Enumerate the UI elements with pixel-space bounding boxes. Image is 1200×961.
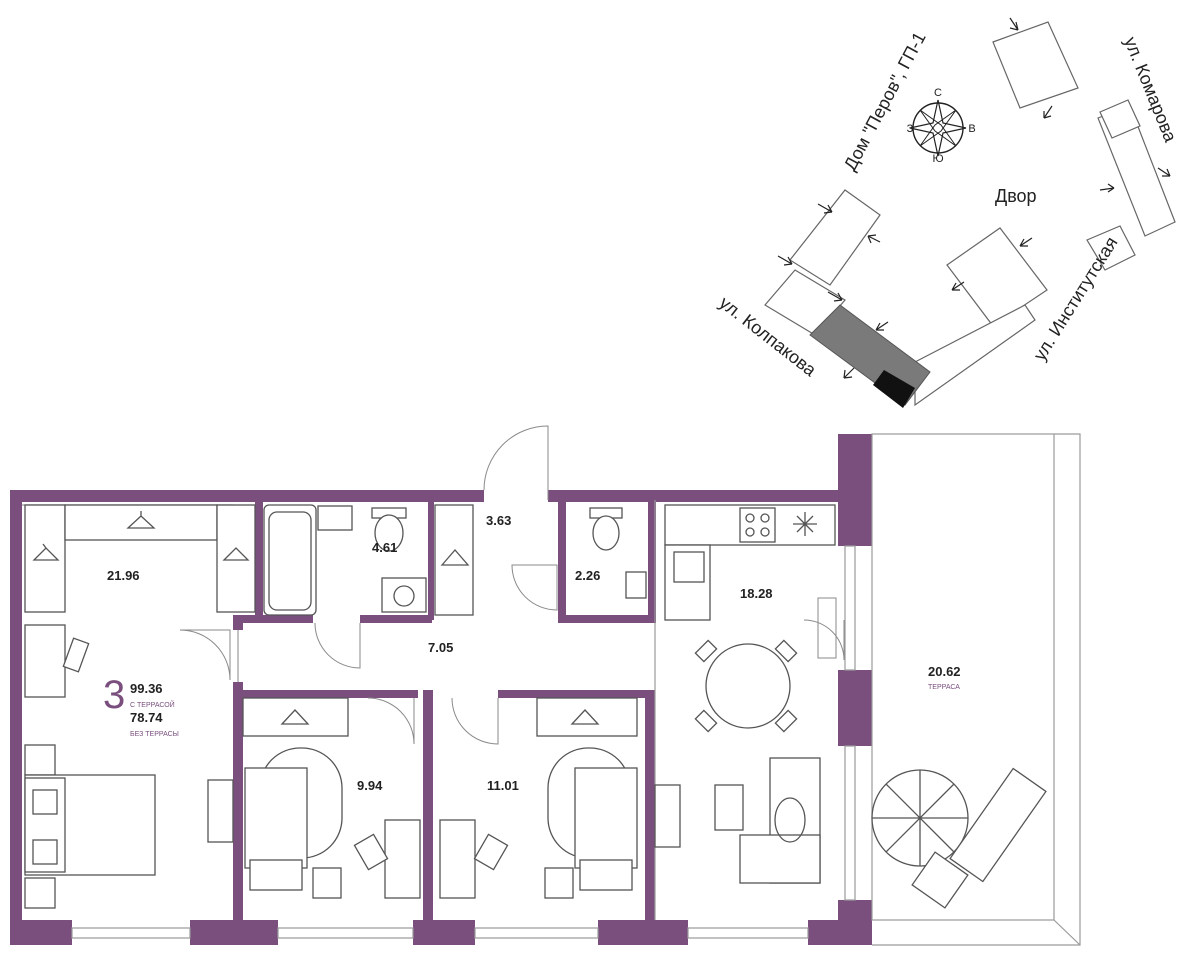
building-komarova-b (1086, 225, 1136, 271)
dining-table (694, 639, 798, 733)
wall-bath-south-a (233, 615, 313, 623)
compass-west: З (907, 123, 914, 135)
building-west-lower (764, 269, 846, 336)
wall-bed3-east (645, 690, 655, 920)
area-bedroom-3: 11.01 (487, 778, 519, 793)
sink-bath (317, 505, 353, 531)
wall-bed2-bed3 (423, 690, 433, 920)
compass-south: Ю (932, 153, 943, 165)
without-terrace-label: БЕЗ ТЕРРАСЫ (130, 731, 179, 738)
wall-south-3 (413, 920, 475, 945)
wall-south-5 (808, 920, 838, 945)
area-kitchen: 18.28 (740, 586, 773, 601)
desk-bed3 (439, 784, 681, 899)
building-institutskaya (914, 304, 1036, 407)
wall-wc-west (558, 500, 566, 620)
wall-wc-east (648, 500, 656, 623)
compass-east: В (968, 123, 975, 135)
wardrobe-bed3 (536, 697, 638, 737)
area-hall: 7.05 (428, 640, 453, 655)
area-bedroom-2: 9.94 (357, 778, 383, 793)
bed-2 (244, 747, 343, 899)
wall-column-bottom (838, 900, 872, 945)
wall-south-1 (10, 920, 72, 945)
bed-3 (544, 747, 638, 899)
site-plan: С Ю З В Дом "Перов", ГП-1 Двор ул. Колпа… (716, 17, 1181, 408)
desk-bed2 (207, 779, 421, 899)
toilet-bath (371, 507, 407, 552)
bed-master (24, 744, 156, 909)
wardrobe-master (24, 504, 256, 613)
compass-north: С (934, 87, 942, 99)
wardrobe-entry (434, 504, 474, 616)
desk-master (24, 624, 90, 698)
building-north (992, 21, 1079, 109)
building-komarova-c (1099, 99, 1141, 139)
bathtub (263, 504, 317, 616)
wall-bed2-north (233, 690, 418, 698)
compass-icon: С Ю З В (907, 87, 976, 165)
area-master-bedroom: 21.96 (107, 568, 140, 583)
building-yard (946, 227, 1048, 327)
building-west (789, 189, 881, 286)
entrance-arrows (777, 17, 1171, 379)
apartment-plan: 21.96 4.61 3.63 2.26 18.28 7.05 9.94 11.… (10, 425, 1081, 946)
sunbed-icon (911, 767, 1047, 909)
wall-column-top (838, 434, 872, 546)
area-with-terrace: 99.36 (130, 681, 163, 696)
area-entry: 3.63 (486, 513, 511, 528)
wall-bath-east (428, 490, 434, 620)
wardrobe-bed2 (242, 697, 349, 737)
windows-south (71, 927, 809, 939)
washer (381, 577, 427, 613)
kitchen-unit (664, 504, 836, 621)
rooms-count: 3 (103, 673, 125, 717)
area-wc: 2.26 (575, 568, 600, 583)
apartment-marker (873, 370, 915, 408)
area-terrace: 20.62 (928, 664, 961, 679)
windows-east (844, 545, 856, 901)
wall-wc-south (558, 615, 653, 623)
wall-south-2 (190, 920, 278, 945)
wall-stub (233, 620, 243, 630)
terrace (871, 433, 1081, 946)
wall-north-b (548, 490, 838, 502)
doors (179, 425, 845, 745)
toilet-wc (589, 507, 647, 599)
area-bathroom: 4.61 (372, 540, 397, 555)
house-label: Дом "Перов", ГП-1 (840, 29, 930, 174)
wall-west (10, 490, 22, 945)
yard-label: Двор (995, 186, 1037, 206)
wall-bath-south-b (360, 615, 432, 623)
wall-bed2-west (233, 682, 243, 920)
wall-bed3-north (498, 690, 654, 698)
wall-bath-west (255, 490, 263, 620)
umbrella-icon (871, 769, 969, 867)
wall-south-4 (598, 920, 688, 945)
with-terrace-label: С ТЕРРАСОЙ (130, 700, 175, 709)
area-summary: 3 99.36 С ТЕРРАСОЙ 78.74 БЕЗ ТЕРРАСЫ (103, 673, 179, 738)
terrace-label: ТЕРРАСА (928, 684, 960, 691)
street-institutskaya: ул. Институтская (1029, 233, 1121, 364)
wall-north-a (10, 490, 484, 502)
sofa (714, 757, 821, 884)
area-without-terrace: 78.74 (130, 710, 163, 725)
wall-column-mid (838, 670, 872, 746)
